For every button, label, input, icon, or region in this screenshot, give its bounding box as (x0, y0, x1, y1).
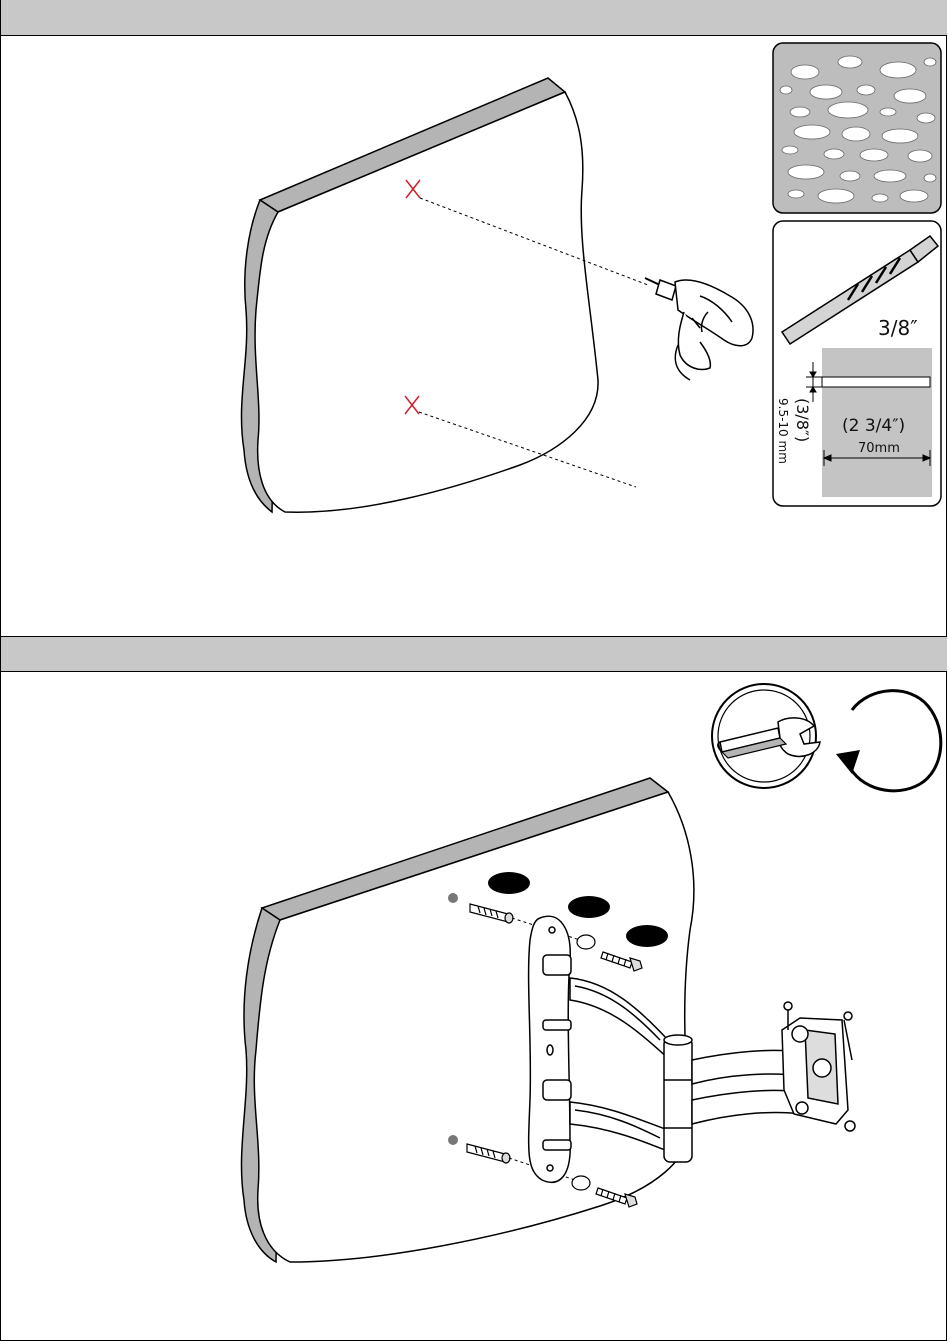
hole-depth-mm-label: 70mm (858, 441, 900, 456)
part-callout-washer (568, 896, 610, 918)
power-drill-icon (645, 278, 753, 380)
stone-wall-material-icon (773, 43, 941, 213)
wall-panel-step1 (241, 78, 598, 512)
drilled-hole-cross-section (822, 377, 930, 387)
part-callout-anchor (488, 872, 530, 894)
wall-hole-lower (448, 1135, 458, 1145)
washer-upper-icon (577, 935, 595, 949)
hole-diameter-mm-label: 9.5-10 mm (776, 398, 790, 464)
wrench-icon (712, 684, 820, 788)
washer-lower-icon (572, 1176, 590, 1190)
wall-hole-upper (448, 893, 458, 903)
hole-diameter-inches-label: (3/8″) (793, 398, 812, 442)
drill-bit-spec-panel (773, 221, 941, 506)
hole-depth-inches-label: (2 3/4″) (842, 416, 905, 436)
part-callout-lag-bolt (626, 925, 668, 947)
rotate-clockwise-icon (836, 691, 941, 791)
drill-bit-size-label: 3/8″ (878, 316, 918, 340)
